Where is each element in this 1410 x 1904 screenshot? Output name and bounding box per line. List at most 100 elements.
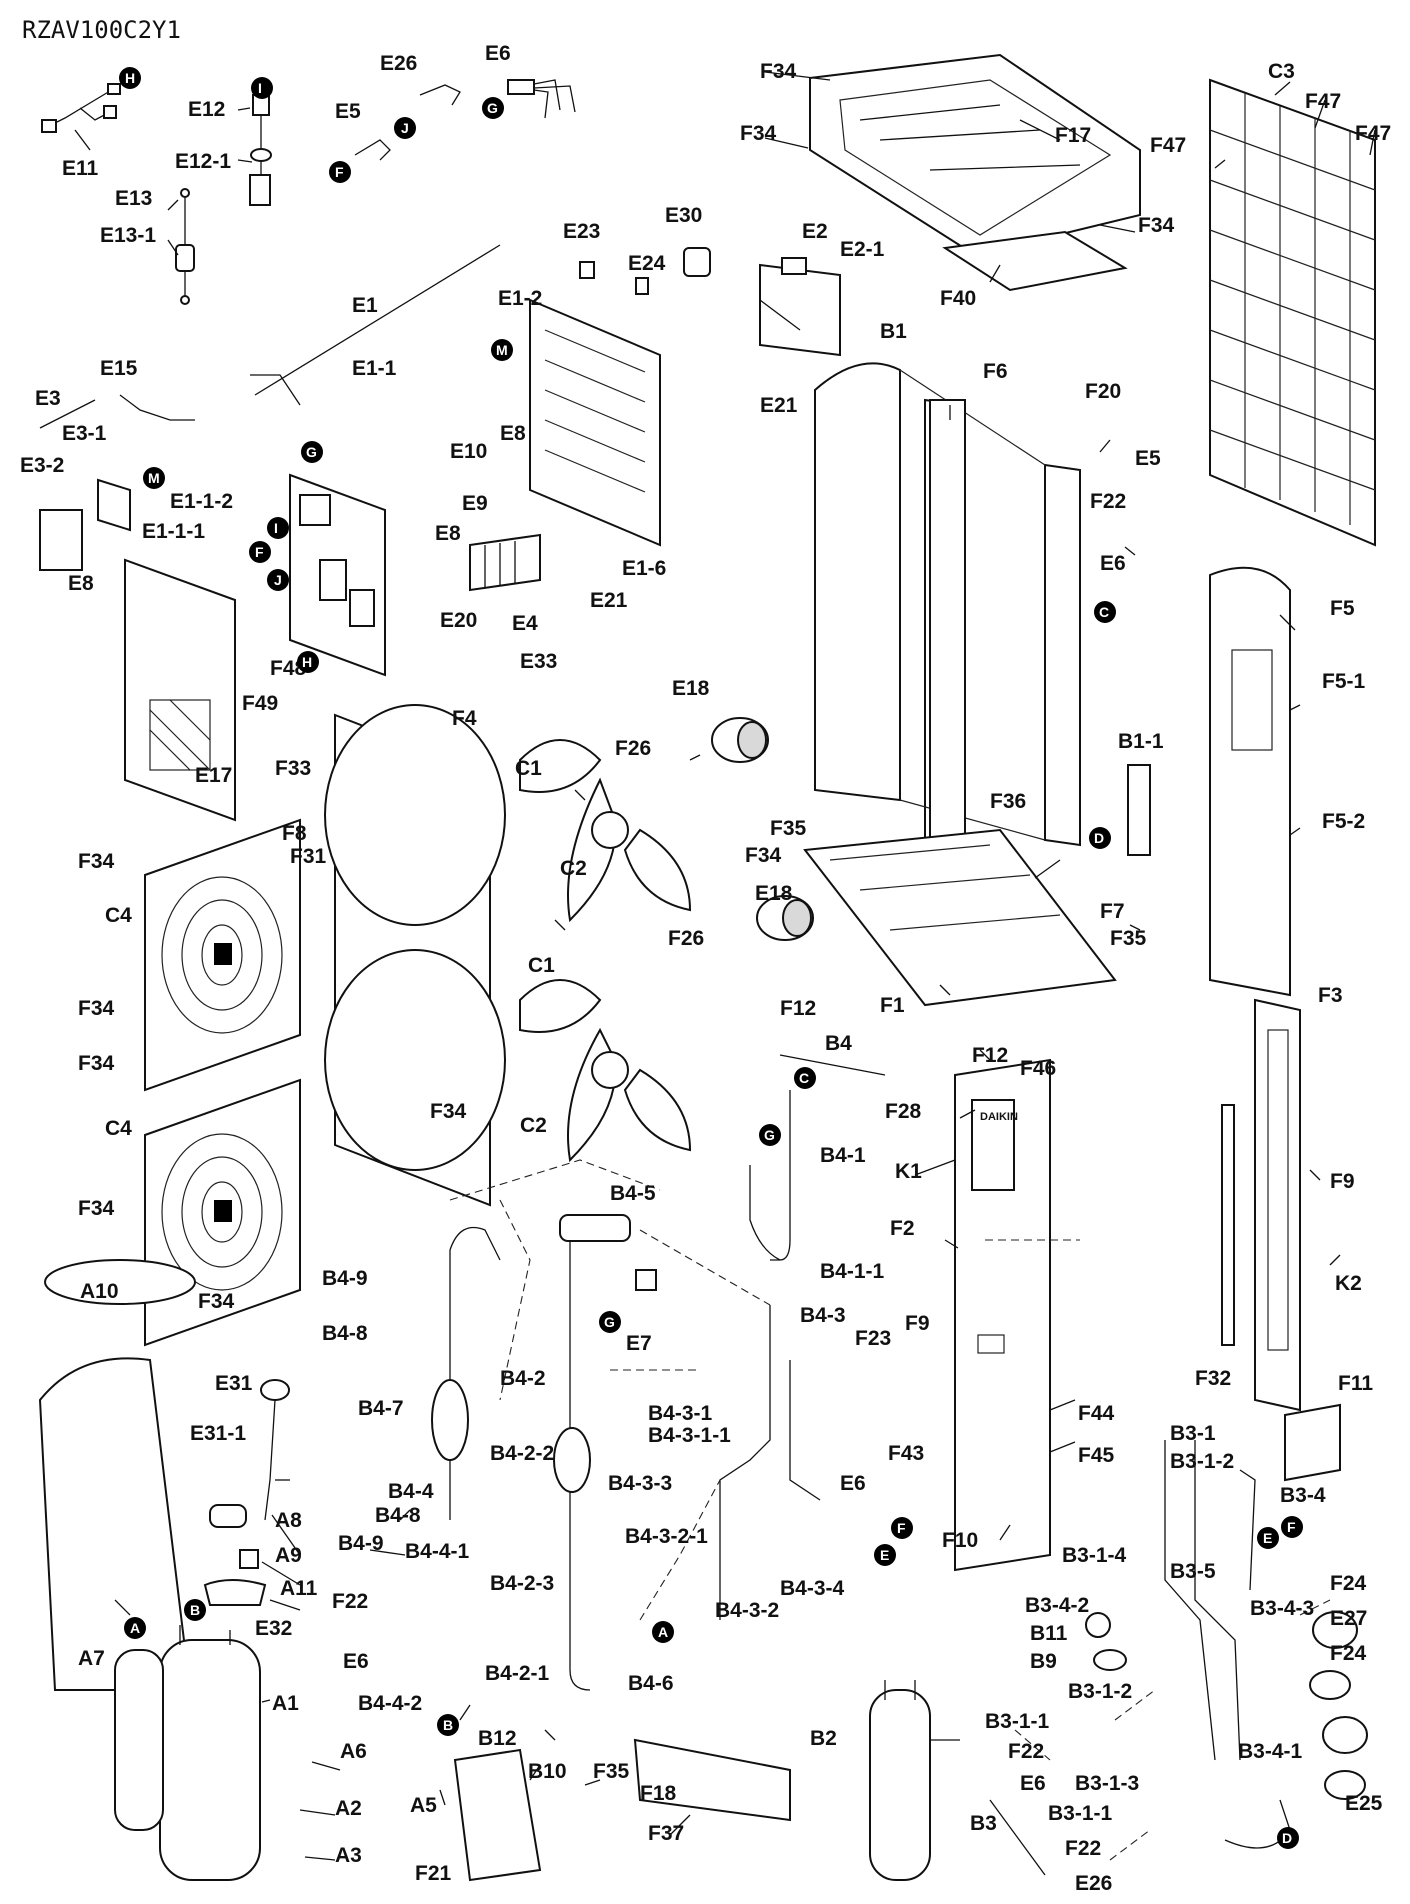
marker-C2: C	[794, 1067, 816, 1089]
label-B4-3-1-1: B4-3-1-1	[648, 1424, 731, 1447]
label-E21a: E21	[760, 394, 798, 417]
svg-text:G: G	[604, 1314, 615, 1330]
pipe-b4-2	[553, 1240, 591, 1691]
svg-text:G: G	[306, 444, 317, 460]
label-B3-1-2a: B3-1-2	[1170, 1450, 1234, 1473]
label-E12-1: E12-1	[175, 150, 231, 173]
propeller-fan-c1-upper	[519, 739, 692, 923]
label-B4-8b: B4-8	[375, 1504, 421, 1527]
svg-text:G: G	[764, 1127, 775, 1143]
marker-F1: F	[329, 161, 351, 183]
label-B4-3-4: B4-3-4	[780, 1577, 845, 1600]
marker-I2: I	[267, 517, 289, 539]
svg-text:C: C	[799, 1070, 809, 1086]
label-B4-7: B4-7	[358, 1397, 404, 1420]
marker-G1: G	[482, 97, 504, 119]
label-F8: F8	[282, 822, 307, 845]
harness-e15	[119, 394, 195, 421]
label-F45: F45	[1078, 1444, 1115, 1467]
side-panel-f3	[1254, 998, 1301, 1412]
label-B3-1-2b: B3-1-2	[1068, 1680, 1132, 1703]
label-E4: E4	[512, 612, 538, 635]
main-pcb-e1-1	[289, 473, 386, 677]
label-K1: K1	[895, 1160, 922, 1183]
label-B3-4-3: B3-4-3	[1250, 1597, 1314, 1620]
pipe-b4-3	[719, 1305, 821, 1620]
label-E1-1: E1-1	[352, 357, 397, 380]
compressor-jacket-a7	[38, 1259, 196, 1691]
label-F5: F5	[1330, 597, 1355, 620]
label-E2-1: E2-1	[840, 238, 885, 261]
label-F34j: F34	[198, 1290, 235, 1313]
svg-text:F: F	[1287, 1519, 1296, 1535]
wiring-harness-e11	[41, 83, 121, 133]
label-B4-3-1: B4-3-1	[648, 1402, 713, 1425]
pcb-cover-e17	[124, 558, 236, 822]
bracket-f18	[633, 1738, 791, 1822]
label-E2: E2	[802, 220, 828, 243]
fan-motor-e18-lower	[756, 895, 814, 941]
bottom-frame-f1	[803, 828, 1117, 1007]
marker-D1: D	[1089, 827, 1111, 849]
svg-text:A: A	[130, 1620, 140, 1636]
label-E27: E27	[1330, 1607, 1367, 1630]
label-F35a: F35	[770, 817, 807, 840]
label-E7: E7	[626, 1332, 652, 1355]
label-B4-3-2: B4-3-2	[715, 1599, 779, 1622]
label-C1b: C1	[528, 954, 555, 977]
label-F3: F3	[1318, 984, 1343, 1007]
label-F32: F32	[1195, 1367, 1231, 1390]
label-F34i: F34	[78, 1197, 115, 1220]
marker-H1: H	[119, 67, 141, 89]
service-cover-f11	[1284, 1403, 1341, 1482]
label-E21b: E21	[590, 589, 628, 612]
label-B3-4-2: B3-4-2	[1025, 1594, 1089, 1617]
marker-E2: E	[1257, 1527, 1279, 1549]
terminal-e23	[579, 261, 595, 279]
label-F22b: F22	[332, 1590, 368, 1613]
label-F11: F11	[1338, 1372, 1373, 1395]
label-E18a: E18	[672, 677, 710, 700]
label-E3: E3	[35, 387, 61, 410]
label-B3-4-1: B3-4-1	[1238, 1740, 1303, 1763]
label-E13-1: E13-1	[100, 224, 156, 247]
reactor-e30	[683, 247, 711, 277]
svg-text:F: F	[335, 164, 344, 180]
label-F33: F33	[275, 757, 311, 780]
label-E15: E15	[100, 357, 138, 380]
label-E1: E1	[352, 294, 378, 317]
label-B4-6: B4-6	[628, 1672, 674, 1695]
label-F12b: F12	[972, 1044, 1008, 1067]
label-B12: B12	[478, 1727, 517, 1750]
four-way-valve-b4-5	[559, 1214, 657, 1291]
dashed-guides	[449, 1159, 1331, 1861]
label-E1-2: E1-2	[498, 287, 542, 310]
label-F44: F44	[1078, 1402, 1115, 1425]
label-E24: E24	[628, 252, 666, 275]
label-F6: F6	[983, 360, 1008, 383]
marker-M2: M	[491, 339, 513, 361]
sensor-e12	[249, 94, 272, 206]
sound-block-b1-1	[1127, 764, 1151, 856]
label-E26b: E26	[1075, 1872, 1112, 1895]
label-E10: E10	[450, 440, 487, 463]
label-F49: F49	[242, 692, 278, 715]
marker-J2: J	[267, 569, 289, 591]
svg-text:E: E	[1263, 1530, 1272, 1546]
partition-f6	[929, 399, 966, 851]
label-A11: A11	[280, 1577, 318, 1600]
valve-parts-b3	[1085, 1611, 1368, 1800]
marker-I1: I	[251, 77, 273, 99]
svg-text:M: M	[148, 470, 160, 486]
svg-text:H: H	[302, 654, 312, 670]
label-F9a: F9	[1330, 1170, 1355, 1193]
marker-C1: C	[1094, 601, 1116, 623]
svg-text:B: B	[190, 1602, 200, 1618]
label-B4-4: B4-4	[388, 1480, 434, 1503]
piping-b4-1	[749, 1090, 791, 1261]
label-B3-1: B3-1	[1170, 1422, 1216, 1445]
label-F18: F18	[640, 1782, 677, 1805]
marker-J1: J	[394, 117, 416, 139]
marker-D2: D	[1277, 1827, 1299, 1849]
label-B4-3-3: B4-3-3	[608, 1472, 672, 1495]
